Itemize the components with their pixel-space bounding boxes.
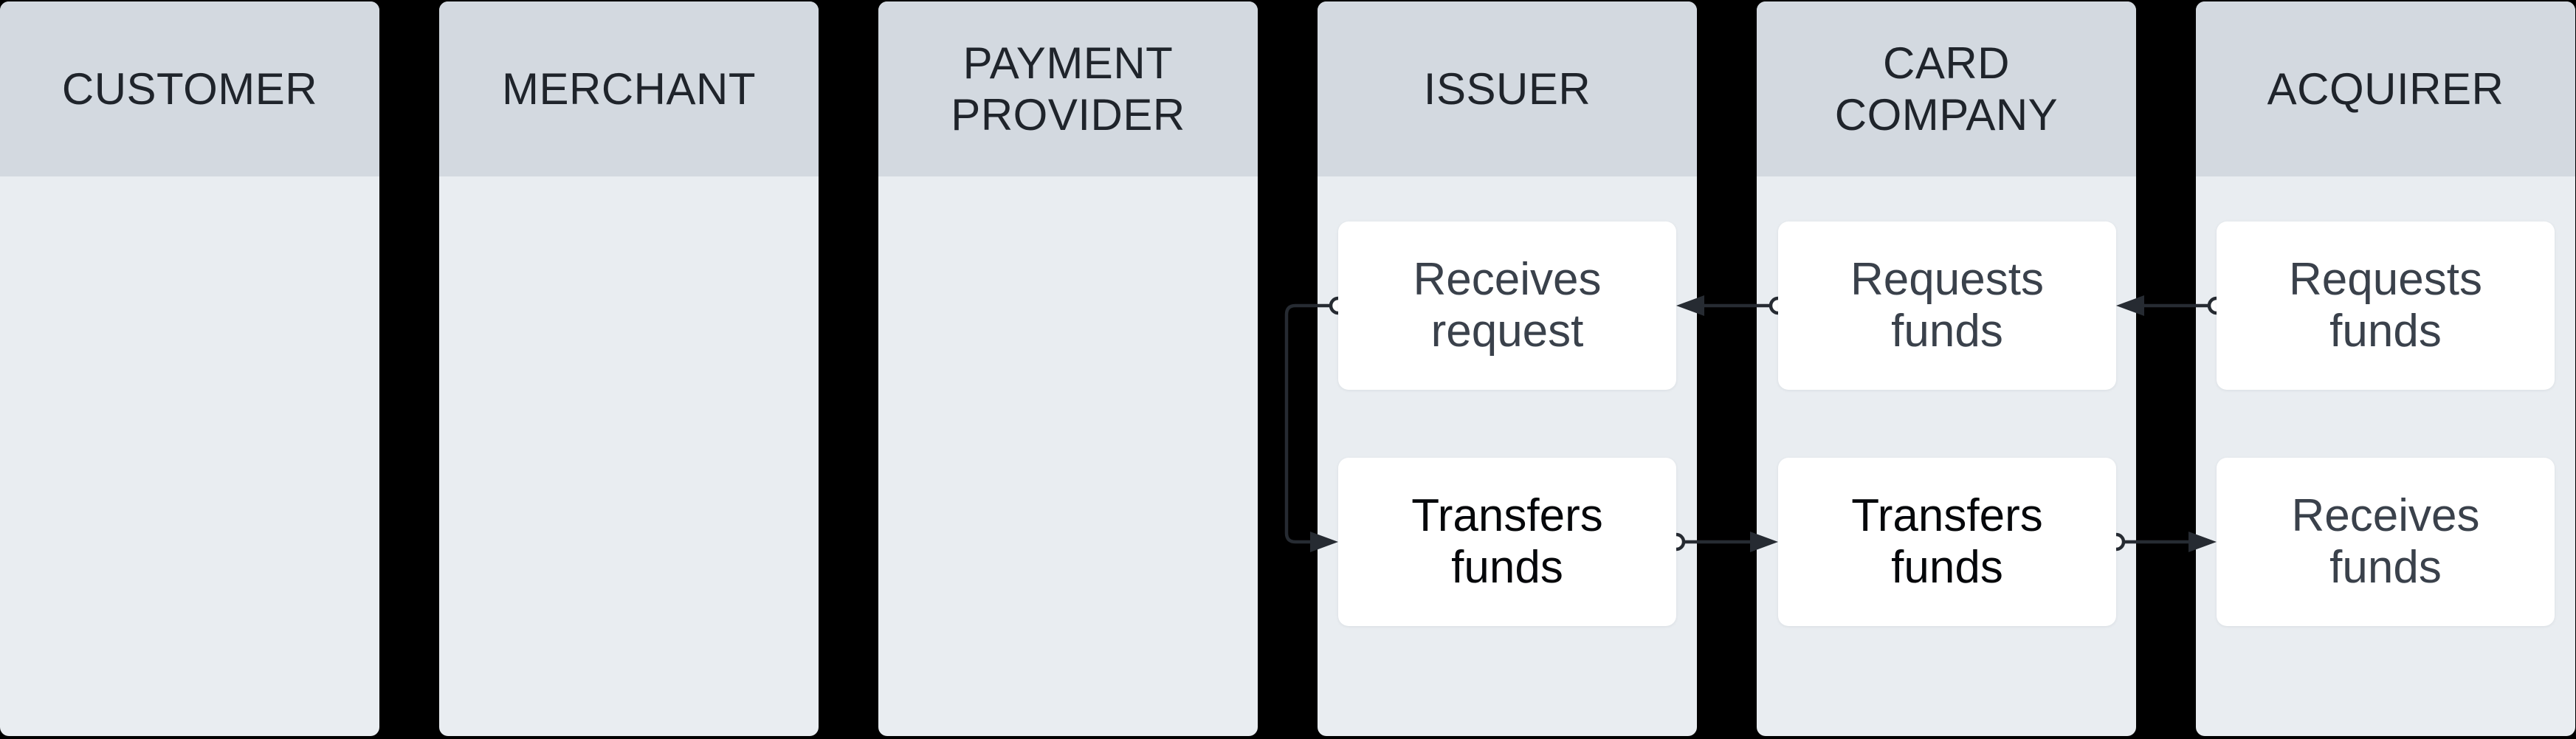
node-label: Receives funds [2291,490,2480,593]
lane-title-issuer: ISSUER [1423,63,1591,114]
lane-merchant: MERCHANT [439,1,819,736]
lane-title-customer: CUSTOMER [61,63,318,114]
node-card-company-requests-funds[interactable]: Requests funds [1778,221,2116,390]
node-label: Transfers funds [1411,490,1603,593]
lane-title-card-company: CARD COMPANY [1834,38,2059,140]
node-label: Requests funds [2289,254,2482,357]
node-acquirer-requests-funds[interactable]: Requests funds [2217,221,2555,390]
node-card-company-transfers-funds[interactable]: Transfers funds [1778,458,2116,626]
lane-header-issuer: ISSUER [1318,1,1697,176]
node-acquirer-receives-funds[interactable]: Receives funds [2217,458,2555,626]
lane-customer: CUSTOMER [0,1,379,736]
node-label: Transfers funds [1851,490,2043,593]
node-label: Requests funds [1850,254,2044,357]
node-issuer-transfers-funds[interactable]: Transfers funds [1338,458,1676,626]
lane-header-card-company: CARD COMPANY [1757,1,2136,176]
lane-body-merchant [439,176,819,736]
lane-payment-provider: PAYMENT PROVIDER [878,1,1258,736]
lane-header-merchant: MERCHANT [439,1,819,176]
lane-header-acquirer: ACQUIRER [2196,1,2575,176]
lane-header-customer: CUSTOMER [0,1,379,176]
lane-body-payment-provider [878,176,1258,736]
lane-header-payment-provider: PAYMENT PROVIDER [878,1,1258,176]
lane-title-acquirer: ACQUIRER [2267,63,2504,114]
node-issuer-receives-request[interactable]: Receives request [1338,221,1676,390]
lane-body-customer [0,176,379,736]
node-label: Receives request [1413,254,1602,357]
lane-title-payment-provider: PAYMENT PROVIDER [951,38,1185,140]
lane-title-merchant: MERCHANT [502,63,756,114]
